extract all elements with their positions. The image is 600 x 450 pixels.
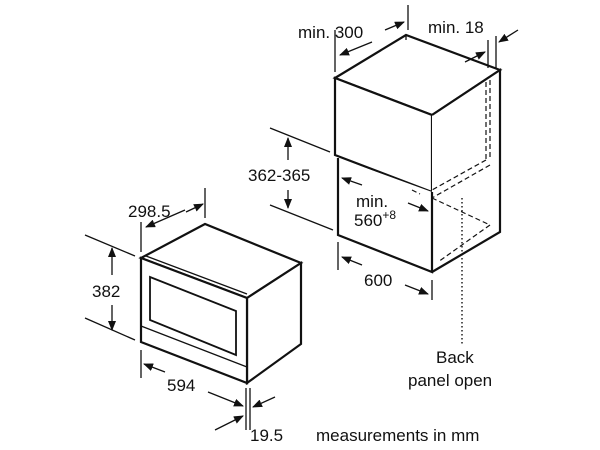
- label-back-panel-line2: panel open: [408, 371, 492, 390]
- wall-cabinet: [332, 33, 503, 345]
- label-front-depth: 19.5: [250, 426, 283, 445]
- label-oven-height: 382: [92, 282, 120, 301]
- label-niche-width-min: min.: [356, 192, 388, 211]
- built-in-oven: [138, 222, 304, 386]
- cabinet-dimensions: [269, 5, 519, 300]
- label-niche-width: 560+8: [354, 208, 396, 230]
- label-cabinet-depth: min. 300: [298, 23, 363, 42]
- label-oven-depth: 298.5: [128, 202, 171, 221]
- units-note: measurements in mm: [316, 426, 479, 445]
- label-cabinet-width: 600: [364, 271, 392, 290]
- label-back-panel-line1: Back: [436, 348, 474, 367]
- oven-dimensions: [84, 188, 276, 431]
- label-oven-width: 594: [167, 376, 195, 395]
- label-niche-height: 362-365: [248, 166, 310, 185]
- label-back-gap: min. 18: [428, 18, 484, 37]
